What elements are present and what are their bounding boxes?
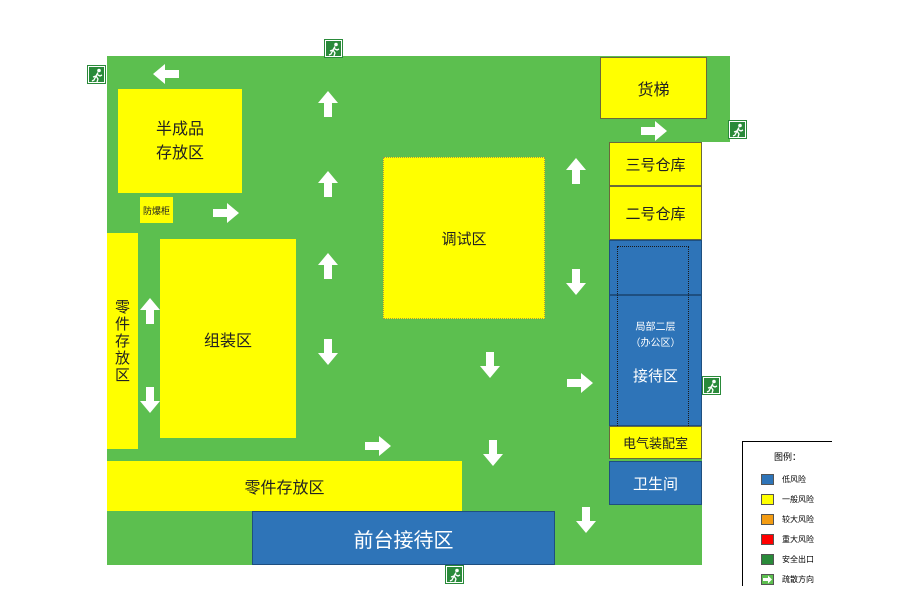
- zone-debug: 调试区: [383, 157, 545, 319]
- evacuation-arrow-icon: [576, 507, 596, 533]
- legend-item: 疏散方向: [761, 569, 832, 589]
- reception-label: 接待区: [632, 366, 678, 385]
- zone-electrical-assembly-room: 电气装配室: [609, 426, 702, 459]
- zone-front-desk-reception: 前台接待区: [252, 511, 555, 565]
- evacuation-arrow-icon: [480, 352, 500, 378]
- zone-freight-elevator: 货梯: [600, 57, 707, 119]
- legend-swatch: [761, 513, 774, 525]
- legend-swatch: [761, 473, 774, 485]
- evacuation-arrow-icon: [365, 436, 391, 456]
- evacuation-arrow-icon: [566, 269, 586, 295]
- zone-mezzanine-office: [609, 295, 702, 426]
- emergency-exit-icon: [728, 120, 747, 139]
- evacuation-arrow-icon: [213, 203, 239, 223]
- evacuation-arrow-icon: [566, 158, 586, 184]
- zone-assembly: 组装区: [160, 239, 296, 438]
- emergency-exit-icon: [761, 553, 774, 565]
- zone-semi-finished-storage: 半成品 存放区: [118, 89, 242, 193]
- mezzanine-label: 局部二层 （办公区）: [630, 322, 681, 349]
- legend-item: 较大风险: [761, 509, 832, 529]
- evacuation-arrow-icon: [483, 440, 503, 466]
- legend-label: 低风险: [782, 474, 806, 484]
- evacuation-arrow-icon: [567, 373, 593, 393]
- legend-label: 重大风险: [782, 534, 814, 544]
- legend-item: 低风险: [761, 469, 832, 489]
- zone-restroom: 卫生间: [609, 461, 702, 505]
- evacuation-arrow-icon: [140, 298, 160, 324]
- evacuation-arrow-icon: [641, 121, 667, 141]
- evacuation-arrow-icon: [761, 573, 774, 585]
- legend: 图例： 低风险一般风险较大风险重大风险安全出口疏散方向: [742, 441, 832, 586]
- zone-warehouse-2: 二号仓库: [609, 186, 702, 240]
- zone-warehouse-3: 三号仓库: [609, 142, 702, 186]
- legend-title: 图例：: [773, 453, 801, 463]
- legend-swatch: [761, 533, 774, 545]
- emergency-exit-icon: [87, 65, 106, 84]
- legend-item: 一般风险: [761, 489, 832, 509]
- zone-parts-storage-left: 零件存放区: [107, 233, 138, 449]
- evacuation-arrow-icon: [318, 91, 338, 117]
- legend-list: 低风险一般风险较大风险重大风险安全出口疏散方向: [743, 469, 832, 589]
- legend-item: 安全出口: [761, 549, 832, 569]
- zone-explosion-proof-cabinet: 防爆柜: [140, 197, 173, 223]
- emergency-exit-icon: [445, 565, 464, 584]
- evacuation-arrow-icon: [318, 339, 338, 365]
- evacuation-arrow-icon: [318, 171, 338, 197]
- legend-label: 较大风险: [782, 514, 814, 524]
- legend-label: 一般风险: [782, 494, 814, 504]
- floor-gap-right: [702, 142, 732, 566]
- evacuation-arrow-icon: [318, 253, 338, 279]
- emergency-exit-icon: [702, 376, 721, 395]
- legend-label: 疏散方向: [782, 574, 814, 584]
- zone-low-risk-upper: [609, 240, 702, 295]
- legend-item: 重大风险: [761, 529, 832, 549]
- zone-parts-storage-bottom: 零件存放区: [107, 461, 462, 511]
- evacuation-arrow-icon: [153, 64, 179, 84]
- emergency-exit-icon: [324, 39, 343, 58]
- evacuation-arrow-icon: [140, 387, 160, 413]
- legend-label: 安全出口: [782, 554, 814, 564]
- legend-swatch: [761, 493, 774, 505]
